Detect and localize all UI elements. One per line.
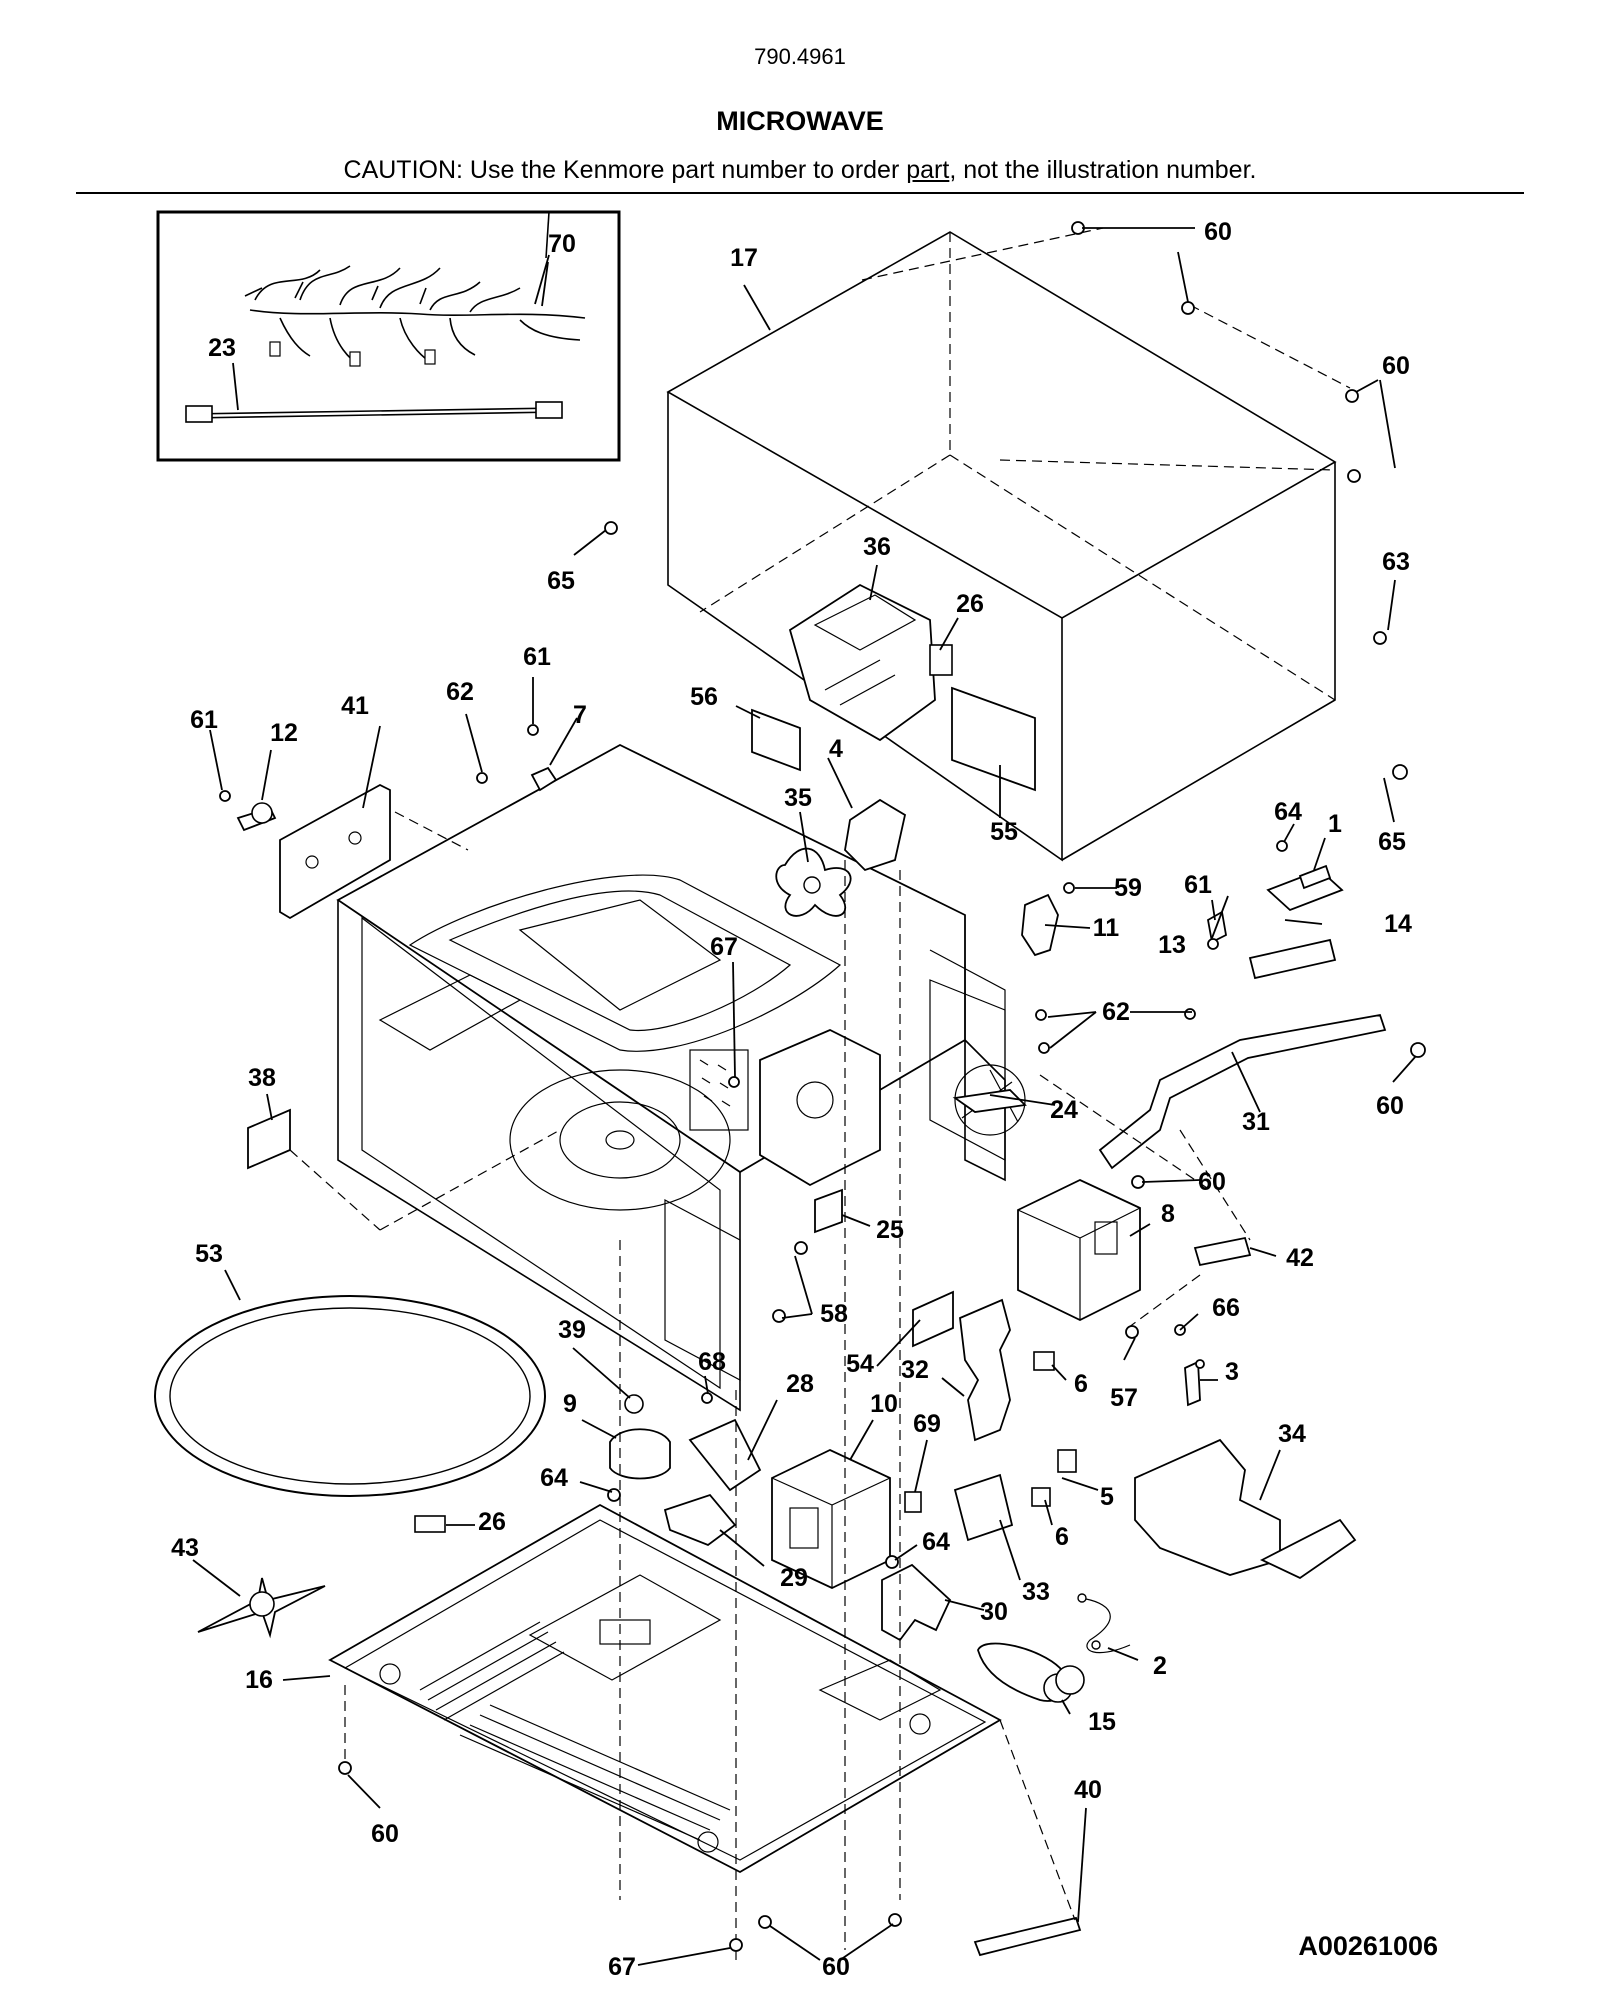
- model-number: 790.4961: [754, 44, 846, 69]
- transformer: [1017, 1179, 1252, 1322]
- callout-41: 41: [341, 692, 369, 720]
- diagram-title: MICROWAVE: [716, 106, 884, 136]
- callout-70: 70: [548, 230, 576, 258]
- callout-14: 14: [1384, 910, 1412, 938]
- base-plate: [328, 1503, 1002, 1874]
- caution-part-link: part: [906, 156, 950, 184]
- callout-31: 31: [1242, 1108, 1270, 1136]
- callout-3: 3: [1225, 1358, 1239, 1386]
- callout-32: 32: [901, 1356, 929, 1384]
- right-brackets: [1021, 864, 1387, 1170]
- harness-inset: [156, 210, 621, 462]
- screws: [219, 221, 1426, 1952]
- callout-61: 61: [1184, 871, 1212, 899]
- callout-4: 4: [829, 735, 843, 763]
- magnetron-assembly: [759, 1029, 1027, 1187]
- callout-17: 17: [730, 244, 758, 272]
- callout-69: 69: [913, 1410, 941, 1438]
- callout-24: 24: [1050, 1096, 1078, 1124]
- callout-60: 60: [822, 1953, 850, 1981]
- electrical-parts: [663, 1418, 1131, 1703]
- callout-42: 42: [1286, 1244, 1314, 1272]
- callout-53: 53: [195, 1240, 223, 1268]
- callout-57: 57: [1110, 1384, 1138, 1412]
- callout-26: 26: [956, 590, 984, 618]
- caution-note: CAUTION: Use the Kenmore part number to …: [0, 156, 1600, 185]
- callout-66: 66: [1212, 1294, 1240, 1322]
- callout-2: 2: [1153, 1652, 1167, 1680]
- callout-58: 58: [820, 1300, 848, 1328]
- callout-28: 28: [786, 1370, 814, 1398]
- alignment-lines: [289, 811, 1251, 1960]
- callout-23: 23: [208, 334, 236, 362]
- callout-64: 64: [540, 1464, 568, 1492]
- header-rule: [76, 192, 1524, 194]
- callout-65: 65: [1378, 828, 1406, 856]
- callout-35: 35: [784, 784, 812, 812]
- callout-63: 63: [1382, 548, 1410, 576]
- callout-36: 36: [863, 533, 891, 561]
- callout-38: 38: [248, 1064, 276, 1092]
- caution-prefix: CAUTION: Use the Kenmore part number to …: [343, 156, 907, 184]
- interlock-assembly: [953, 1298, 1357, 1580]
- callout-68: 68: [698, 1348, 726, 1376]
- callout-10: 10: [870, 1390, 898, 1418]
- callout-15: 15: [1088, 1708, 1116, 1736]
- callout-5: 5: [1100, 1483, 1114, 1511]
- callout-30: 30: [980, 1598, 1008, 1626]
- callout-16: 16: [245, 1666, 273, 1694]
- callout-43: 43: [171, 1534, 199, 1562]
- callout-9: 9: [563, 1390, 577, 1418]
- callout-65: 65: [547, 567, 575, 595]
- oven-cavity: [336, 743, 1006, 1412]
- callout-61: 61: [190, 706, 218, 734]
- callout-55: 55: [990, 818, 1018, 846]
- callout-33: 33: [1022, 1578, 1050, 1606]
- callout-54: 54: [846, 1350, 874, 1378]
- callout-1: 1: [1328, 810, 1342, 838]
- insulator-labels: [247, 686, 1036, 1348]
- callout-67: 67: [608, 1953, 636, 1981]
- callout-8: 8: [1161, 1200, 1175, 1228]
- callout-11: 11: [1093, 914, 1120, 942]
- callout-60: 60: [1382, 352, 1410, 380]
- callout-26: 26: [478, 1508, 506, 1536]
- figure-code: A00261006: [1298, 1931, 1438, 1961]
- control-bracket: [236, 766, 558, 920]
- callout-62: 62: [1102, 998, 1130, 1026]
- callout-39: 39: [558, 1316, 586, 1344]
- callout-25: 25: [876, 1216, 904, 1244]
- callout-40: 40: [1074, 1776, 1102, 1804]
- callout-64: 64: [1274, 798, 1302, 826]
- callout-34: 34: [1278, 1420, 1306, 1448]
- callout-29: 29: [780, 1564, 808, 1592]
- air-guide: [775, 583, 953, 917]
- callout-13: 13: [1158, 931, 1186, 959]
- callout-12: 12: [270, 719, 298, 747]
- callout-61: 61: [523, 643, 551, 671]
- choke-strip: [973, 1916, 1082, 1957]
- callout-59: 59: [1114, 874, 1142, 902]
- callout-6: 6: [1055, 1523, 1069, 1551]
- caution-suffix: , not the illustration number.: [949, 156, 1257, 184]
- leader-lines: [192, 227, 1417, 1966]
- callout-60: 60: [1198, 1168, 1226, 1196]
- callout-67: 67: [710, 933, 738, 961]
- callout-60: 60: [1376, 1092, 1404, 1120]
- callout-60: 60: [1204, 218, 1232, 246]
- callout-64: 64: [922, 1528, 950, 1556]
- callout-7: 7: [573, 701, 587, 729]
- callout-56: 56: [690, 683, 718, 711]
- callout-numbers: 60 17 70 23 60 65 36 63 26 61 62 61 41 1…: [171, 218, 1412, 1981]
- callout-60: 60: [371, 1820, 399, 1848]
- callout-62: 62: [446, 678, 474, 706]
- callout-6: 6: [1074, 1370, 1088, 1398]
- turntable-parts: [154, 1295, 671, 1639]
